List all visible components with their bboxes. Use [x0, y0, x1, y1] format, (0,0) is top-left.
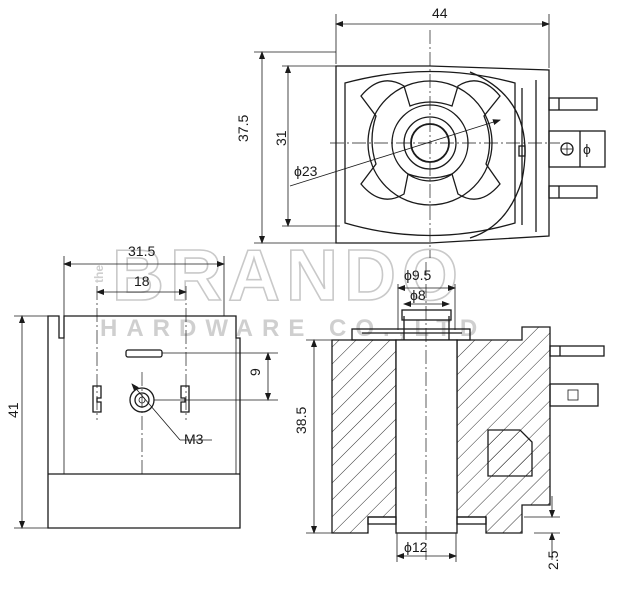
- section-bore: [395, 339, 458, 534]
- left-view-pin-right: [180, 385, 190, 413]
- dim-top-bore-label: ϕ23: [294, 163, 318, 179]
- top-view-terminals: ϕ: [548, 97, 606, 199]
- watermark-brand: BRANDO: [112, 236, 464, 316]
- left-view-outline: [47, 315, 241, 529]
- left-view: M3 31.5 18 41 9: [5, 243, 278, 529]
- dim-section-bottom-step-label: 2.5: [545, 550, 561, 570]
- dim-section-bottom-bore-label: ϕ12: [404, 539, 428, 555]
- top-view: ϕ23 ϕ 44 37.5 31: [235, 5, 606, 258]
- section-left-wall: [331, 339, 397, 534]
- left-view-top-slot: [125, 349, 163, 358]
- dim-top-terminal-mark: ϕ: [583, 141, 591, 157]
- top-view-cross-plate: [360, 80, 501, 200]
- dim-left-thread-label: M3: [184, 431, 204, 447]
- top-view-frame: [344, 70, 516, 237]
- dim-top-inner-height-label: 31: [273, 130, 289, 146]
- dim-left-outer-width-label: 31.5: [128, 243, 155, 259]
- dim-top-outer-height-label: 37.5: [235, 115, 251, 142]
- dim-section-inner-bore-label: ϕ8: [410, 287, 426, 303]
- dim-left-inner-width-label: 18: [134, 273, 150, 289]
- section-view: ϕ9.5 ϕ8 38.5 ϕ12 2.5: [293, 262, 605, 570]
- dim-left-height-label: 41: [5, 402, 21, 418]
- watermark-prefix: the: [92, 265, 106, 283]
- dim-section-outer-bore-label: ϕ9.5: [404, 267, 432, 283]
- section-terminal-bottom: [549, 383, 599, 407]
- dim-top-width-label: 44: [432, 5, 448, 21]
- dim-section-height-label: 38.5: [293, 407, 309, 434]
- section-connector-pocket: [487, 429, 533, 477]
- top-view-coil-shoulder: [469, 71, 526, 239]
- dim-left-offset-label: 9: [247, 368, 263, 376]
- section-terminal-top: [549, 345, 605, 357]
- top-view-body-outline: [335, 65, 550, 244]
